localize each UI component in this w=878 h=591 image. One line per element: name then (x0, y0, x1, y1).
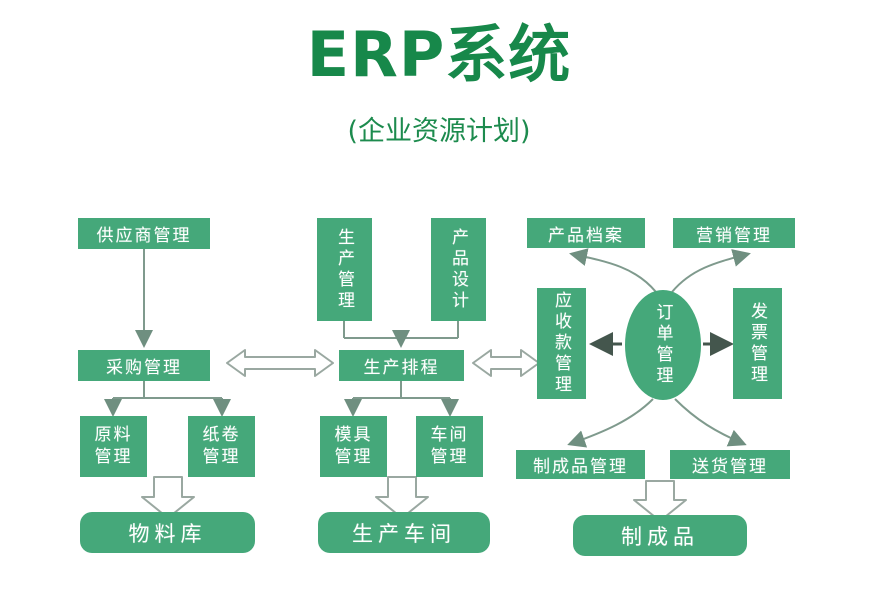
connector-purchase-branch (104, 381, 231, 417)
page-subtitle: (企业资源计划) (347, 116, 531, 147)
node-delivery-mgmt[interactable]: 送货管理 (670, 450, 790, 479)
page-title: ERP系统 (306, 18, 572, 91)
connector-order-to-archive (569, 248, 657, 293)
connector-order-to-marketing (671, 249, 751, 293)
node-product-archive[interactable]: 产品档案 (527, 218, 645, 248)
node-production-workshop[interactable]: 生产车间 (318, 512, 490, 553)
node-order-mgmt[interactable]: 订单管理 (625, 290, 701, 400)
node-product-design[interactable]: 产品设计 (431, 218, 486, 321)
node-production-mgmt[interactable]: 生产管理 (317, 218, 372, 321)
node-workshop-mgmt[interactable]: 车间 管理 (416, 416, 483, 477)
node-mold-mgmt[interactable]: 模具 管理 (320, 416, 387, 477)
connector-purchase-schedule (226, 349, 334, 377)
node-production-schedule[interactable]: 生产排程 (339, 350, 464, 381)
node-raw-material-mgmt[interactable]: 原料 管理 (80, 416, 147, 477)
node-finished-goods-mgmt[interactable]: 制成品管理 (516, 450, 645, 479)
node-purchase-mgmt[interactable]: 采购管理 (78, 350, 210, 381)
connector-order-to-finished-mgmt (567, 398, 654, 448)
node-supplier-mgmt[interactable]: 供应商管理 (78, 218, 210, 249)
connector-schedule-branch (344, 381, 459, 417)
connector-production-design-merge (343, 321, 459, 348)
connector-schedule-receivables (472, 349, 540, 377)
node-invoice-mgmt[interactable]: 发票管理 (733, 288, 782, 399)
node-marketing-mgmt[interactable]: 营销管理 (673, 218, 795, 248)
connector-order-to-delivery (674, 398, 747, 447)
node-finished-goods[interactable]: 制成品 (573, 515, 747, 556)
node-receivables-mgmt[interactable]: 应收款管理 (537, 288, 586, 399)
node-paper-roll-mgmt[interactable]: 纸卷 管理 (188, 416, 255, 477)
node-material-warehouse[interactable]: 物料库 (80, 512, 255, 553)
